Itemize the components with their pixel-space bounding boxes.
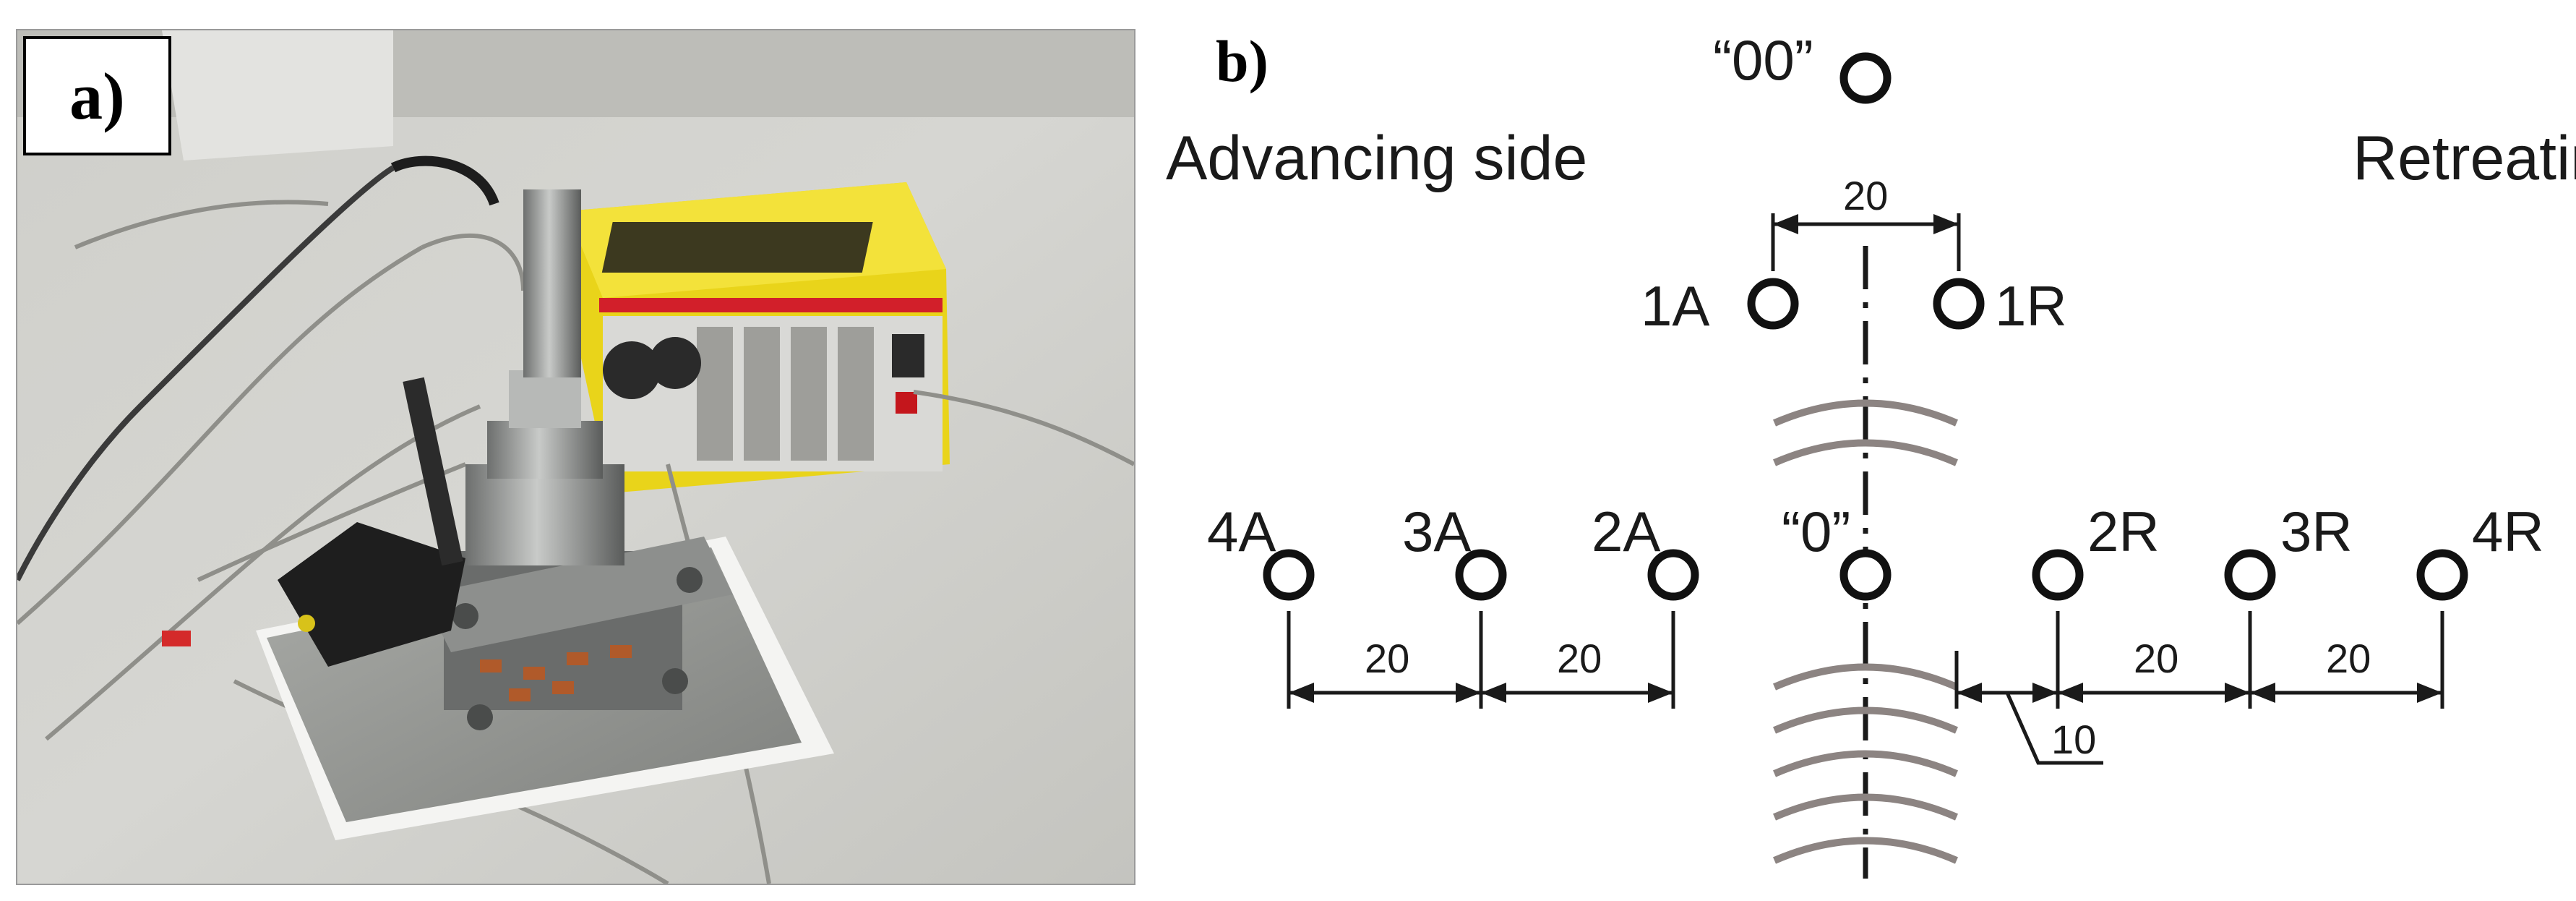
clamping-fixture <box>422 189 733 730</box>
diagram-svg: b) Advancing side Retreating side <box>1166 28 2576 879</box>
point-4A <box>1263 549 1315 601</box>
data-acquisition-unit <box>567 182 950 493</box>
label-3R: 3R <box>2280 500 2353 563</box>
dimension-top <box>1771 213 1961 271</box>
measurement-diagram: b) Advancing side Retreating side <box>1135 0 2576 901</box>
dimension-top-label: 20 <box>1843 173 1888 218</box>
tool-marks-upper <box>1773 399 1958 466</box>
dimension-r-left-label: 20 <box>2134 636 2178 681</box>
panel-a-label: a) <box>23 36 171 155</box>
label-0: “0” <box>1782 500 1850 563</box>
tool-marks-lower <box>1773 663 1958 864</box>
point-3A <box>1455 549 1507 601</box>
label-4A: 4A <box>1207 500 1276 563</box>
setup-photo <box>17 30 1134 884</box>
dimension-offset-label: 10 <box>2051 717 2096 762</box>
label-1A: 1A <box>1641 274 1709 338</box>
point-2A <box>1647 549 1699 601</box>
label-2R: 2R <box>2087 500 2160 563</box>
label-1R: 1R <box>1995 274 2067 338</box>
sensor-head <box>278 522 465 667</box>
dimension-a-right-label: 20 <box>1557 636 1602 681</box>
point-00 <box>1839 52 1892 104</box>
dimension-r-right-label: 20 <box>2326 636 2371 681</box>
label-00: “00” <box>1713 28 1813 92</box>
point-1R <box>1933 278 1985 330</box>
label-2A: 2A <box>1592 500 1660 563</box>
point-1A <box>1747 278 1799 330</box>
point-3R <box>2224 549 2276 601</box>
label-3A: 3A <box>1402 500 1471 563</box>
point-4R <box>2416 549 2468 601</box>
retreating-side-label: Retreating side <box>2353 124 2576 193</box>
point-0 <box>1839 549 1892 601</box>
label-4R: 4R <box>2472 500 2544 563</box>
dimension-a-left-label: 20 <box>1365 636 1409 681</box>
advancing-side-label: Advancing side <box>1166 124 1587 193</box>
dimension-retreating <box>1957 683 2442 765</box>
photo-panel: a) <box>16 29 1135 885</box>
panel-b-label: b) <box>1216 28 1268 94</box>
point-2R <box>2032 549 2084 601</box>
